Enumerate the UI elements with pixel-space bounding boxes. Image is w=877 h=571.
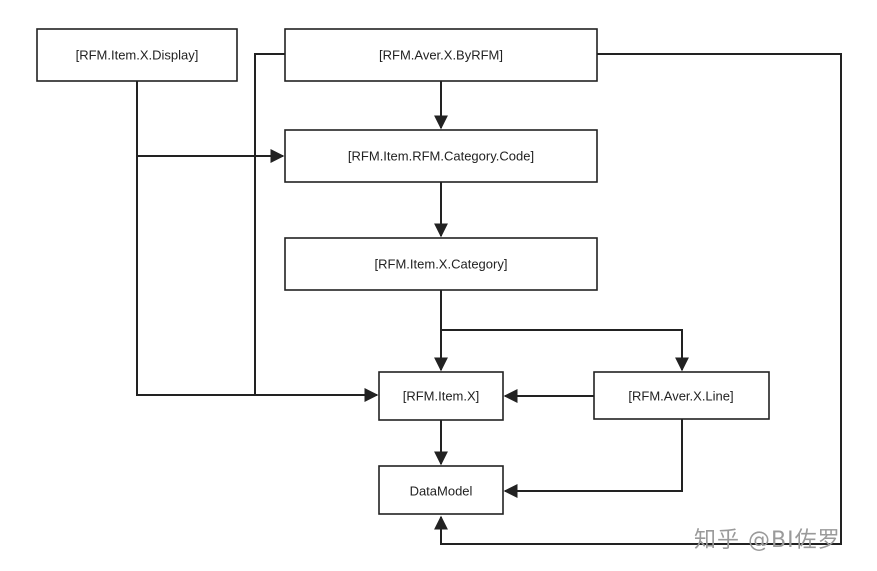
edge-byrfm-to-item-x xyxy=(254,53,285,395)
node-label: [RFM.Item.X.Category] xyxy=(375,256,508,271)
edges xyxy=(136,53,842,545)
node-item-x[interactable]: [RFM.Item.X] xyxy=(378,371,504,421)
node-item-rfm-category-code[interactable]: [RFM.Item.RFM.Category.Code] xyxy=(284,129,598,183)
node-aver-x-byrfm[interactable]: [RFM.Aver.X.ByRFM] xyxy=(284,28,598,82)
node-label: DataModel xyxy=(410,483,473,498)
node-label: [RFM.Item.RFM.Category.Code] xyxy=(348,148,534,163)
node-label: [RFM.Aver.X.Line] xyxy=(628,388,733,403)
edge-x-category-to-aver-line xyxy=(441,329,689,372)
edge-display-to-item-x xyxy=(136,156,379,402)
node-label: [RFM.Item.X] xyxy=(403,388,480,403)
node-label: [RFM.Aver.X.ByRFM] xyxy=(379,47,503,62)
node-datamodel[interactable]: DataModel xyxy=(378,465,504,515)
node-item-x-display[interactable]: [RFM.Item.X.Display] xyxy=(36,28,238,82)
node-item-x-category[interactable]: [RFM.Item.X.Category] xyxy=(284,237,598,291)
node-label: [RFM.Item.X.Display] xyxy=(76,47,199,62)
edge-display-to-category-code xyxy=(136,81,285,163)
node-aver-x-line[interactable]: [RFM.Aver.X.Line] xyxy=(593,371,770,420)
watermark: 知乎 @BI佐罗 xyxy=(694,528,841,553)
edge-byrfm-to-datamodel xyxy=(434,53,842,545)
edge-aver-line-to-datamodel xyxy=(503,419,683,498)
